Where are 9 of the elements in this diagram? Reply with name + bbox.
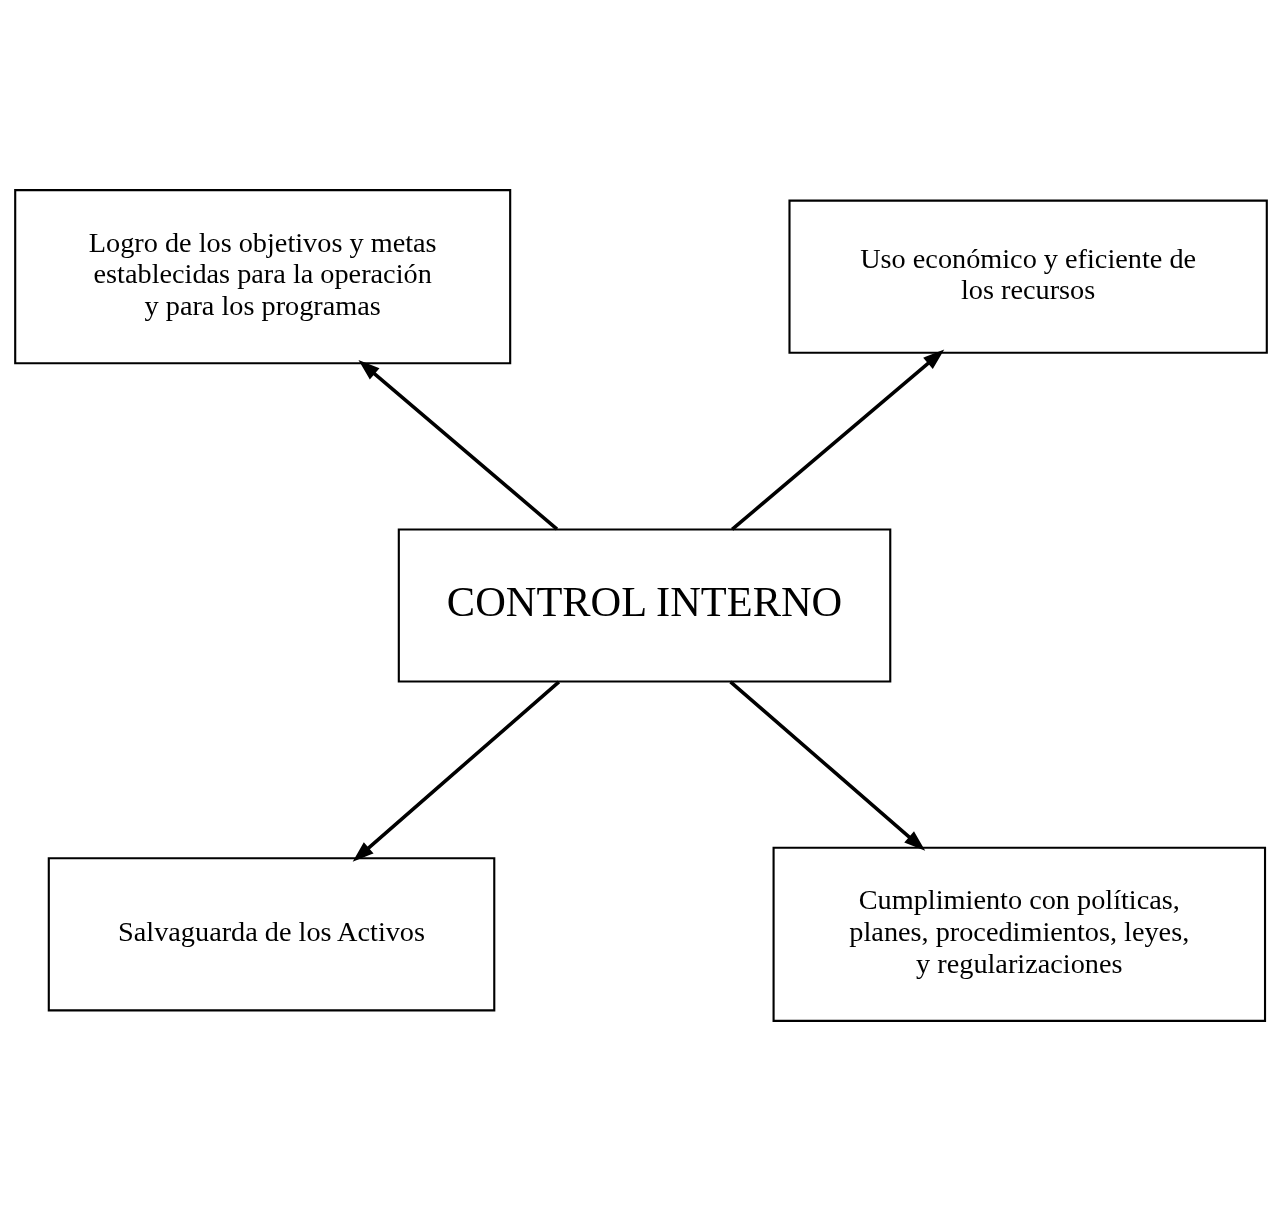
node-box: CONTROL INTERNO: [397, 528, 892, 683]
arrow: [358, 360, 559, 531]
node-box: Uso económico y eficiente de los recursos: [788, 199, 1268, 354]
node-box: Logro de los objetivos y metas establecidas para la operación y para los programas: [14, 189, 512, 365]
arrow: [731, 349, 945, 531]
arrow: [352, 680, 561, 862]
arrow: [729, 680, 926, 851]
node-box: Salvaguarda de los Activos: [47, 857, 496, 1012]
node-box: Cumplimiento con políticas, planes, procedimientos, leyes, y regularizaciones: [772, 846, 1267, 1022]
